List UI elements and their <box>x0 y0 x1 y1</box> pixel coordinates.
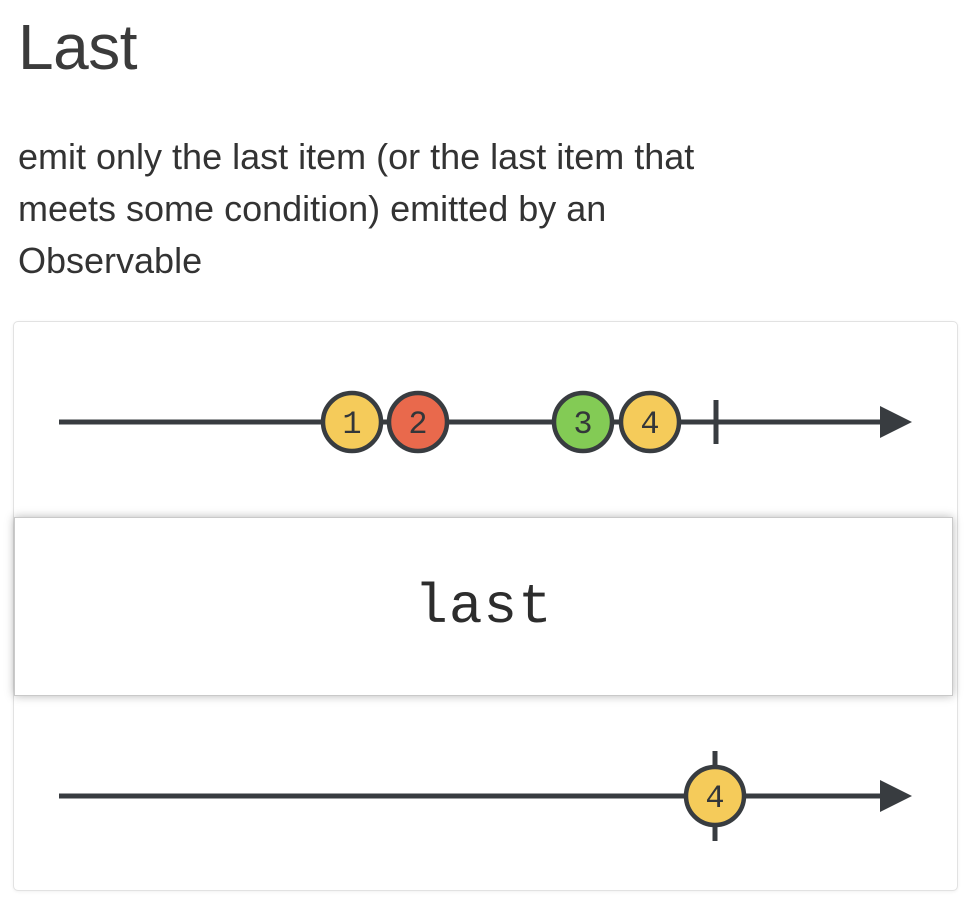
marble[interactable]: 2 <box>386 390 450 454</box>
marble-circle[interactable] <box>386 390 450 454</box>
marble-label: 4 <box>705 780 724 817</box>
marble-circle[interactable] <box>320 390 384 454</box>
page-title: Last <box>18 11 137 83</box>
marble-label: 2 <box>408 406 427 443</box>
marble-label: 3 <box>573 406 592 443</box>
timeline-arrowhead-icon <box>880 406 912 438</box>
output-stream-timeline: 4 <box>59 751 912 841</box>
marble-diagram: 1 2 3 4 last 4 <box>13 321 958 891</box>
marble[interactable]: 3 <box>551 390 615 454</box>
marble-label: 1 <box>342 406 361 443</box>
timeline-arrowhead-icon <box>880 780 912 812</box>
marble-circle[interactable] <box>551 390 615 454</box>
operator-label: last <box>414 574 553 639</box>
marble-circle[interactable] <box>618 390 682 454</box>
marble[interactable]: 1 <box>320 390 384 454</box>
operator-description: emit only the last item (or the last ite… <box>18 136 695 281</box>
operator-box: last <box>14 517 953 696</box>
marble-circle <box>683 764 747 828</box>
marble[interactable]: 4 <box>618 390 682 454</box>
marble: 4 <box>683 764 747 828</box>
input-stream-timeline: 1 2 3 4 <box>59 390 912 454</box>
marble-label: 4 <box>640 406 659 443</box>
